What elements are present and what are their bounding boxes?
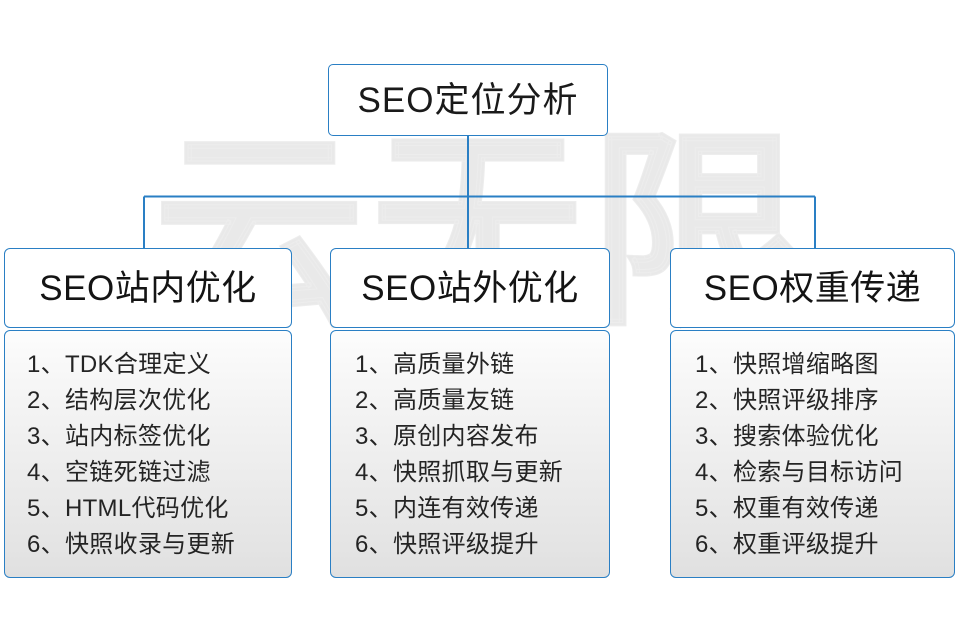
list-item: 3、站内标签优化 (27, 423, 211, 450)
list-item: 5、内连有效传递 (355, 495, 539, 522)
list-item: 2、快照评级排序 (695, 387, 879, 414)
list-item: 1、TDK合理定义 (27, 351, 212, 378)
branch-header-off-site[interactable]: SEO站外优化 (330, 248, 610, 328)
list-item: 4、快照抓取与更新 (355, 459, 564, 486)
list-item: 1、高质量外链 (355, 351, 515, 378)
list-item: 2、结构层次优化 (27, 387, 211, 414)
branch-list-weight-transfer: 1、快照增缩略图 2、快照评级排序 3、搜索体验优化 4、检索与目标访问 5、权… (670, 330, 955, 578)
list-item: 2、高质量友链 (355, 387, 515, 414)
branch-list-on-site: 1、TDK合理定义 2、结构层次优化 3、站内标签优化 4、空链死链过滤 5、H… (4, 330, 292, 578)
list-item: 5、HTML代码优化 (27, 495, 229, 522)
list-item: 1、快照增缩略图 (695, 351, 879, 378)
branch-header-label: SEO站内优化 (39, 268, 257, 308)
branch-column-on-site: SEO站内优化 1、TDK合理定义 2、结构层次优化 3、站内标签优化 4、空链… (4, 248, 292, 578)
branch-header-weight-transfer[interactable]: SEO权重传递 (670, 248, 955, 328)
list-item: 4、空链死链过滤 (27, 459, 211, 486)
branch-header-label: SEO站外优化 (361, 268, 579, 308)
list-item: 4、检索与目标访问 (695, 459, 904, 486)
list-item: 6、快照收录与更新 (27, 531, 236, 558)
root-node-label: SEO定位分析 (357, 80, 579, 120)
list-item: 3、原创内容发布 (355, 423, 539, 450)
list-item: 3、搜索体验优化 (695, 423, 879, 450)
list-item: 6、权重评级提升 (695, 531, 879, 558)
branch-column-off-site: SEO站外优化 1、高质量外链 2、高质量友链 3、原创内容发布 4、快照抓取与… (330, 248, 610, 578)
root-node[interactable]: SEO定位分析 (328, 64, 608, 136)
list-item: 6、快照评级提升 (355, 531, 539, 558)
list-item: 5、权重有效传递 (695, 495, 879, 522)
branch-list-off-site: 1、高质量外链 2、高质量友链 3、原创内容发布 4、快照抓取与更新 5、内连有… (330, 330, 610, 578)
branch-column-weight-transfer: SEO权重传递 1、快照增缩略图 2、快照评级排序 3、搜索体验优化 4、检索与… (670, 248, 955, 578)
branch-header-label: SEO权重传递 (703, 268, 922, 308)
branch-header-on-site[interactable]: SEO站内优化 (4, 248, 292, 328)
